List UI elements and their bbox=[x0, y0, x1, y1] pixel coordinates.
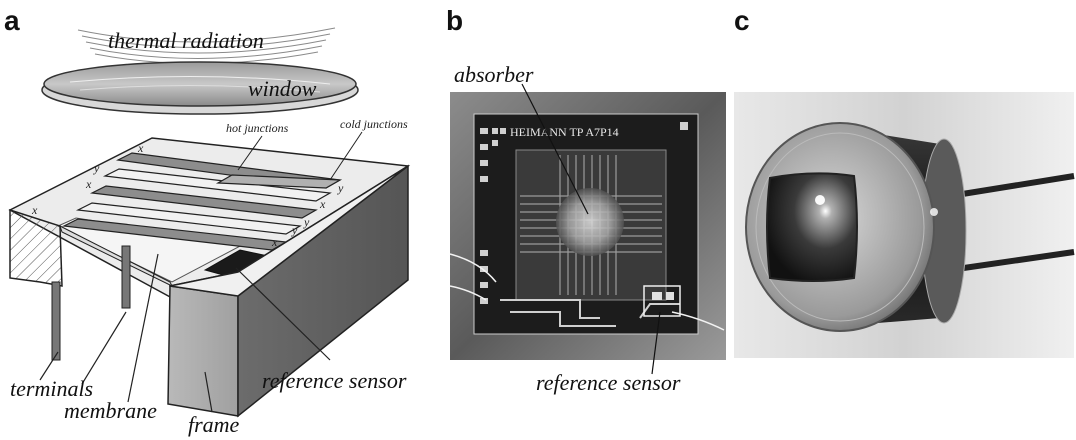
label-frame: frame bbox=[188, 412, 240, 437]
svg-text:y: y bbox=[337, 181, 344, 195]
label-window: window bbox=[248, 76, 317, 101]
svg-text:x: x bbox=[271, 235, 278, 249]
svg-text:y: y bbox=[93, 161, 100, 175]
svg-text:x: x bbox=[137, 141, 144, 155]
panel-c-sensor-photo: c bbox=[734, 5, 1075, 358]
terminal-pins bbox=[51, 245, 131, 361]
sensor-window bbox=[766, 172, 858, 282]
window-lens bbox=[41, 61, 359, 115]
sensor-leads bbox=[949, 173, 1075, 273]
absorber-area bbox=[556, 188, 624, 256]
svg-text:y: y bbox=[303, 215, 310, 229]
svg-text:x: x bbox=[319, 197, 326, 211]
label-terminals: terminals bbox=[10, 376, 93, 401]
frame-top-edge bbox=[169, 165, 409, 297]
label-thermal-radiation: thermal radiation bbox=[108, 28, 264, 53]
thermopile-strips bbox=[61, 152, 343, 251]
frame-front bbox=[167, 285, 239, 417]
svg-text:x: x bbox=[31, 203, 38, 217]
panel-a-letter: a bbox=[4, 5, 20, 36]
bond-pads bbox=[480, 122, 688, 304]
panel-b-letter: b bbox=[446, 5, 463, 36]
panel-c-letter: c bbox=[734, 5, 750, 36]
panel-a-diagram: a thermal radiation window x y y x x y x bbox=[4, 5, 411, 437]
panel-b-chip-photo: b HEIMANN TP A7P14 bbox=[446, 5, 726, 395]
bond-wires bbox=[449, 253, 725, 331]
label-cold-junctions: cold junctions bbox=[340, 117, 408, 131]
leader-lines bbox=[39, 253, 331, 413]
svg-text:y: y bbox=[291, 223, 298, 237]
label-reference-sensor: reference sensor bbox=[262, 368, 407, 393]
junction-markers: x y y x x y x y x bbox=[31, 141, 344, 249]
svg-text:x: x bbox=[85, 177, 92, 191]
chip-reference-sensor bbox=[643, 285, 681, 317]
label-reference-sensor-b: reference sensor bbox=[536, 370, 681, 395]
label-membrane: membrane bbox=[64, 398, 157, 423]
label-absorber: absorber bbox=[454, 62, 534, 87]
chip-marking: HEIMANN TP A7P14 bbox=[510, 125, 619, 139]
frame-cross-section bbox=[9, 208, 63, 287]
label-hot-junctions: hot junctions bbox=[226, 121, 289, 135]
